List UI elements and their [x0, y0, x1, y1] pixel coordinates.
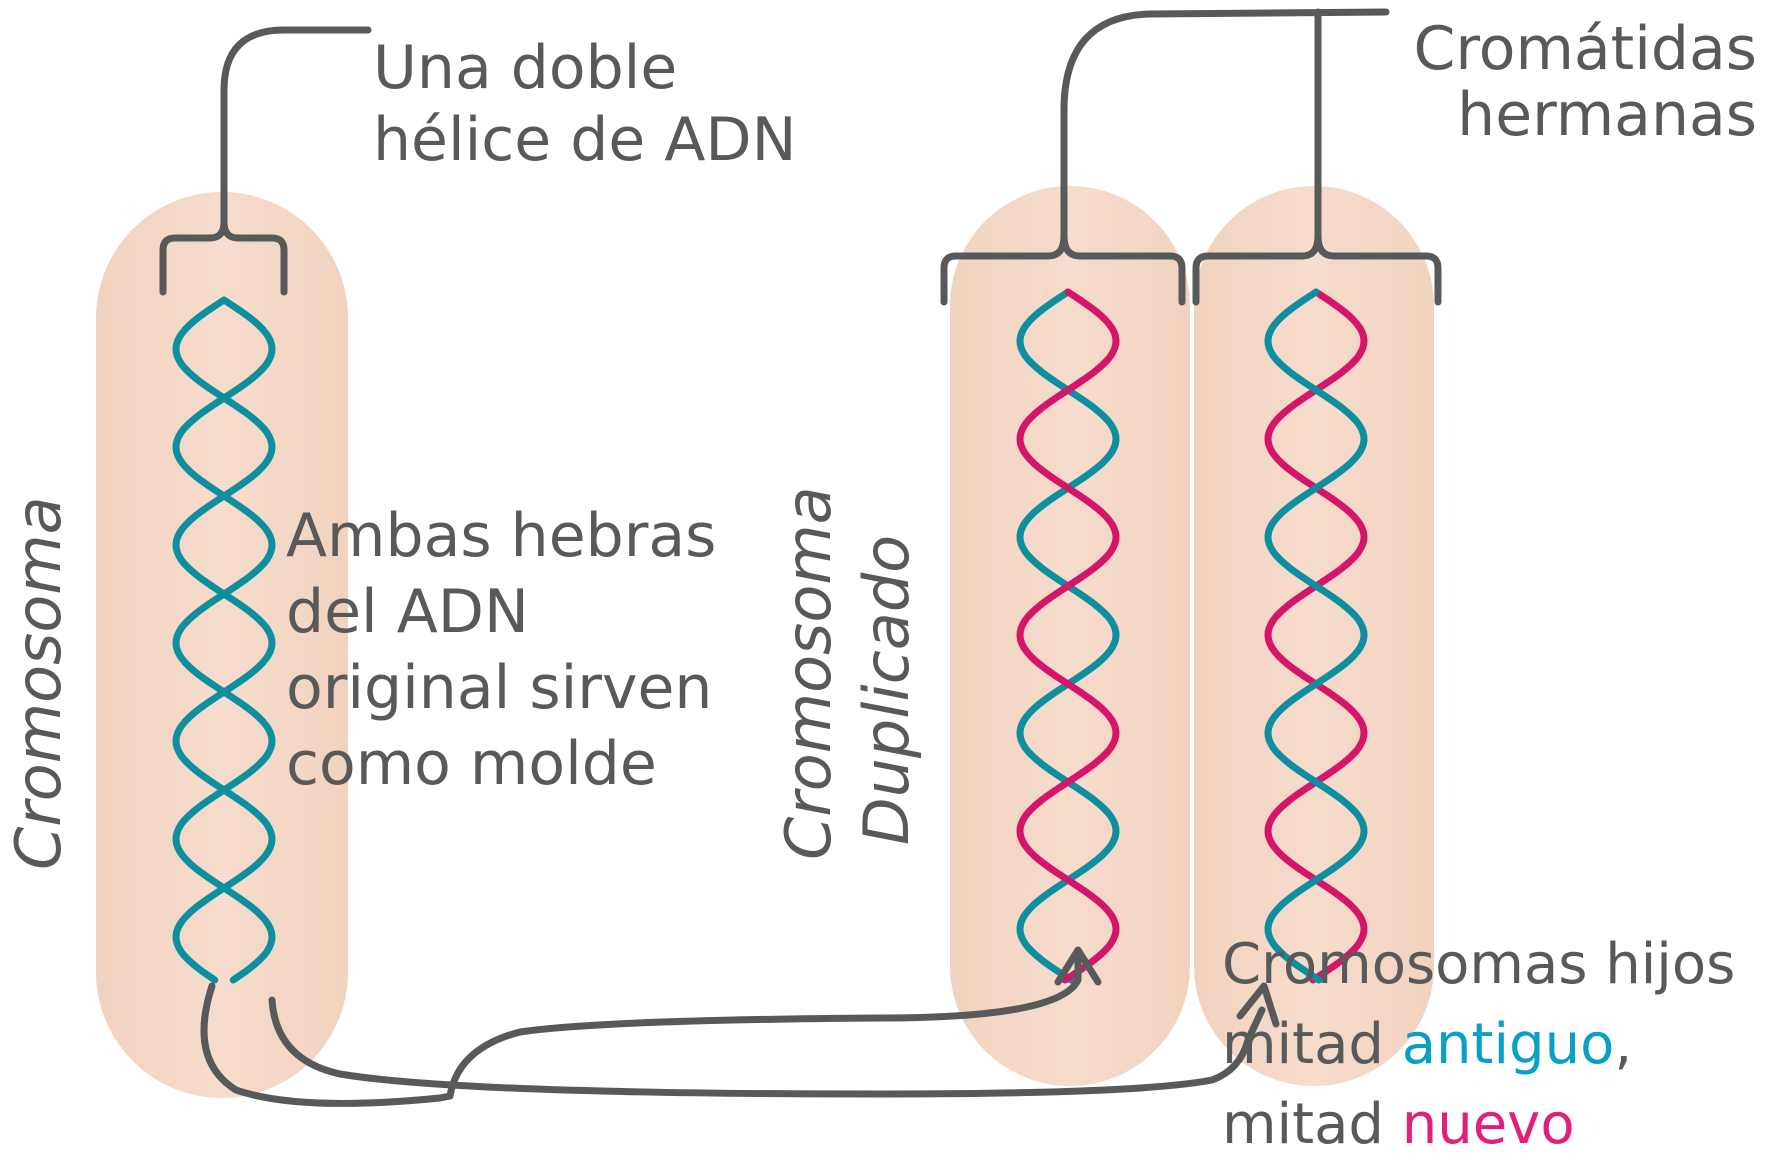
label-line: Cromosoma	[770, 520, 848, 860]
label-line: hermanas	[1414, 82, 1757, 148]
label-line: Cromosoma	[0, 550, 78, 870]
label-duplicated-chromosome: Cromosoma Duplicado	[770, 520, 930, 860]
label-line: Cromátidas	[1414, 16, 1757, 82]
label-line: mitad antiguo,	[1222, 1005, 1735, 1085]
chromatid-left-body	[950, 186, 1190, 1086]
label-text: ,	[1614, 1012, 1632, 1077]
label-old-half: antiguo	[1402, 1012, 1615, 1077]
label-dna-double-helix: Una doble hélice de ADN	[373, 32, 796, 176]
label-line: Duplicado	[848, 520, 926, 860]
label-line: hélice de ADN	[373, 104, 796, 176]
label-line: del ADN	[286, 574, 716, 650]
label-chromosome: Cromosoma	[0, 550, 80, 870]
label-line: Una doble	[373, 32, 796, 104]
label-template-strands: Ambas hebras del ADN original sirven com…	[286, 498, 716, 802]
label-line: original sirven	[286, 650, 716, 726]
label-line: Ambas hebras	[286, 498, 716, 574]
label-line: como molde	[286, 726, 716, 802]
leader-helix	[224, 30, 368, 198]
label-text: mitad	[1222, 1092, 1402, 1157]
label-sister-chromatids: Cromátidas hermanas	[1414, 16, 1757, 148]
label-line: Cromosomas hijos	[1222, 925, 1735, 1005]
label-text: mitad	[1222, 1012, 1402, 1077]
label-daughter-chromosomes: Cromosomas hijos mitad antiguo, mitad nu…	[1222, 925, 1735, 1165]
label-line: mitad nuevo	[1222, 1085, 1735, 1165]
leader-sister-left	[1064, 12, 1386, 204]
label-new-half: nuevo	[1402, 1092, 1575, 1157]
